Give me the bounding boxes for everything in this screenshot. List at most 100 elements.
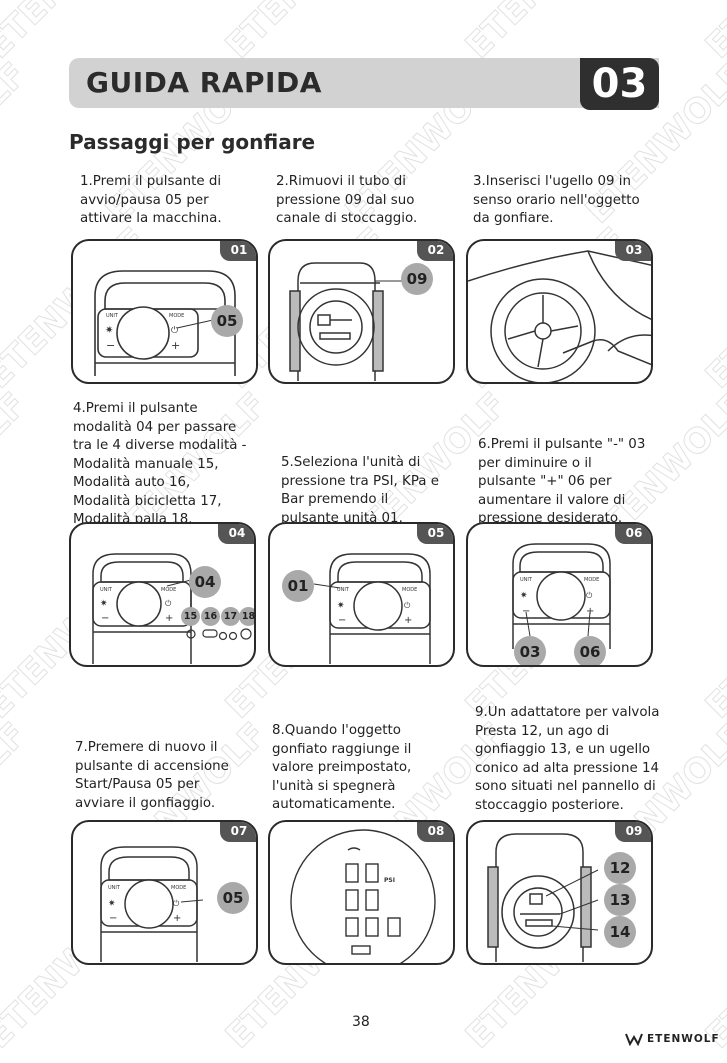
svg-text:−: − [338,615,346,626]
svg-text:✷: ✷ [520,591,528,601]
callout-06: 06 [574,636,606,665]
pump-front-icon: UNIT MODE ✷ ⏻ − + [92,553,252,664]
step-badge: 05 [417,524,453,544]
step-5-text: 5.Seleziona l'unità di pressione tra PSI… [281,455,440,526]
svg-text:MODE: MODE [402,587,417,593]
svg-text:UNIT: UNIT [108,885,121,891]
step-1-illustration: UNIT MODE ✷ ⏻ − + 01 05 [71,239,258,384]
callout-16: 16 [201,607,220,626]
wolf-icon [625,1033,643,1046]
watermark-text: ETENWOLF [0,715,34,891]
svg-text:MODE: MODE [584,577,599,583]
step-9-illustration: 09 12 13 14 [466,820,653,965]
page-number: 38 [352,1014,370,1030]
svg-text:✷: ✷ [108,899,116,909]
pump-rear-storage-icon [487,833,599,962]
step-8-text: 8.Quando l'oggetto gonfiato raggiunge il… [272,723,412,812]
callout-04: 04 [189,566,221,598]
step-1-text: 1.Premi il pulsante di avvio/pausa 05 pe… [80,174,222,226]
step-5-illustration: UNIT MODE ✷ ⏻ − + 05 01 [268,522,455,667]
watermark-text: ETENWOLF [218,0,394,66]
chapter-number: 03 [580,58,659,110]
svg-text:⏻: ⏻ [404,601,411,610]
step-badge: 07 [220,822,256,842]
svg-text:⏻: ⏻ [173,899,180,908]
display-icon: PSI [290,829,436,963]
step-badge: 04 [218,524,254,544]
svg-text:+: + [165,613,173,624]
watermark-text: ETENWOLF [0,55,34,231]
callout-01: 01 [282,570,314,602]
unit-label: UNIT [106,313,119,319]
callout-14: 14 [604,916,636,948]
svg-text:+: + [404,615,412,626]
psi-label: PSI [384,877,395,884]
svg-text:+: + [173,913,181,924]
pump-front-icon: UNIT MODE ✷ ⏻ − + [94,270,236,376]
callout-12: 12 [604,852,636,884]
callout-18: 18 [239,607,254,626]
step-3-illustration: 03 [466,239,653,384]
svg-text:−: − [522,606,530,617]
svg-text:⏻: ⏻ [586,591,593,600]
step-6-text: 6.Premi il pulsante "-" 03 per diminuire… [478,437,646,526]
svg-text:+: + [171,339,180,352]
watermark-text: ETENWOLF [0,0,154,66]
callout-05: 05 [217,882,249,914]
watermark-text: ETENWOLF [698,880,727,1056]
step-badge: 03 [615,241,651,261]
step-badge: 06 [615,524,651,544]
callout-09: 09 [401,263,433,295]
pump-front-icon: UNIT MODE ✷ ⏻ − + [100,846,204,962]
step-2-illustration: 02 09 [268,239,455,384]
svg-text:−: − [106,339,115,352]
step-8-illustration: PSI 08 [268,820,455,965]
watermark-text: ETENWOLF [0,385,34,561]
brand-logo: ETENWOLF [625,1032,720,1046]
svg-text:−: − [109,913,117,924]
step-9-text: 9.Un adattatore per valvola Presta 12, u… [475,705,660,813]
pump-front-icon: UNIT MODE ✷ ⏻ − + [313,553,431,664]
svg-text:✷: ✷ [100,599,108,609]
svg-text:UNIT: UNIT [100,587,113,593]
step-6-illustration: UNIT MODE ✷ ⏻ − + 06 03 06 [466,522,653,667]
callout-05: 05 [211,305,243,337]
car-wheel-icon [468,250,651,382]
step-badge: 02 [417,241,453,261]
watermark-text: ETENWOLF [698,220,727,396]
watermark-text: ETENWOLF [458,0,634,66]
step-2-text: 2.Rimuovi il tubo di pressione 09 dal su… [276,174,418,226]
svg-text:−: − [101,613,109,624]
step-4-illustration: UNIT MODE ✷ ⏻ − + 04 04 15 16 17 18 [69,522,256,667]
callout-17: 17 [221,607,240,626]
svg-text:✷: ✷ [105,325,113,336]
pump-rear-icon [289,262,405,381]
step-4-text: 4.Premi il pulsante modalità 04 per pass… [73,401,247,527]
mode-label: MODE [169,313,184,319]
svg-text:✷: ✷ [337,601,345,611]
callout-13: 13 [604,884,636,916]
brand-name: ETENWOLF [647,1033,720,1045]
svg-text:MODE: MODE [161,587,176,593]
svg-text:⏻: ⏻ [171,325,178,336]
step-badge: 01 [220,241,256,261]
mode-icons [186,628,252,641]
step-7-illustration: UNIT MODE ✷ ⏻ − + 07 05 [71,820,258,965]
callout-15: 15 [181,607,200,626]
step-7-text: 7.Premere di nuovo il pulsante di accens… [75,740,229,811]
page-title: GUIDA RAPIDA [86,66,322,99]
pump-front-icon: UNIT MODE ✷ ⏻ − + [512,543,611,649]
step-badge: 08 [417,822,453,842]
step-badge: 09 [615,822,651,842]
svg-text:+: + [586,606,594,617]
svg-text:UNIT: UNIT [520,577,533,583]
header-bar [69,58,659,108]
watermark-text: ETENWOLF [698,550,727,726]
callout-03: 03 [514,636,546,665]
svg-text:UNIT: UNIT [337,587,350,593]
watermark-text: ETENWOLF [698,0,727,66]
step-3-text: 3.Inserisci l'ugello 09 in senso orario … [473,174,640,226]
svg-text:⏻: ⏻ [165,599,172,608]
section-title: Passaggi per gonfiare [69,130,316,154]
svg-text:MODE: MODE [171,885,186,891]
